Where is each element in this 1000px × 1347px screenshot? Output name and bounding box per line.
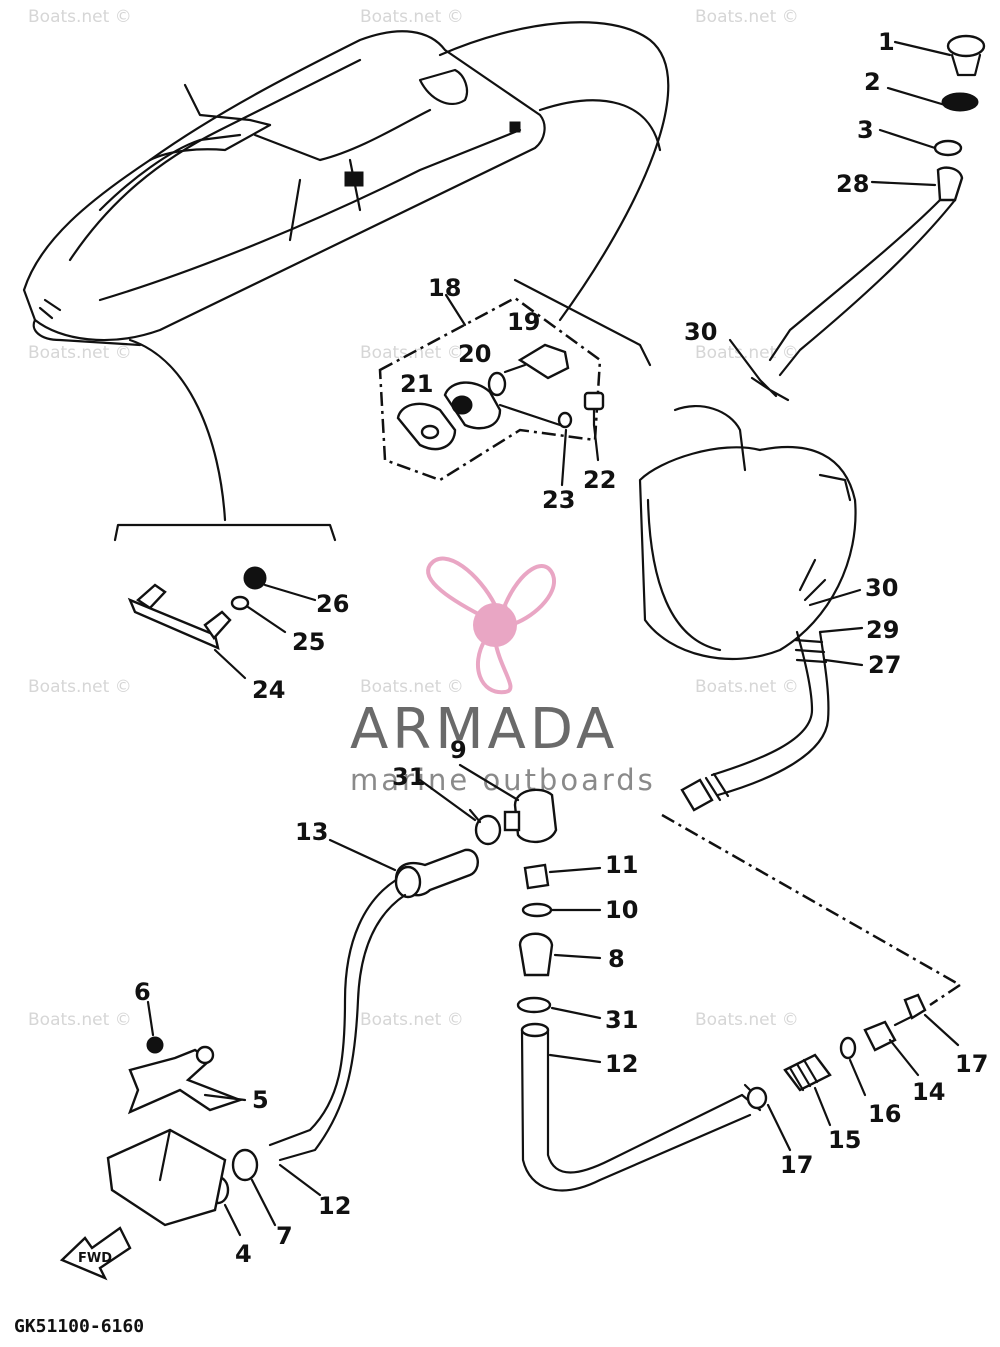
watermark: Boats.net © [28, 1010, 132, 1030]
watermark-layer: Boats.net © Boats.net © Boats.net © Boat… [28, 7, 799, 1030]
fwd-label: FWD [78, 1251, 112, 1266]
callout-label: 27 [868, 651, 901, 679]
right-fittings [740, 993, 960, 1152]
watermark: Boats.net © [360, 7, 464, 27]
tank-assembly [638, 34, 986, 1007]
brand-tagline: marine outboards [350, 763, 656, 797]
callout-label: 1 [878, 28, 895, 56]
center-fittings [328, 763, 752, 1192]
watermark: Boats.net © [360, 1010, 464, 1030]
diagram-id: GK51100-6160 [14, 1316, 144, 1337]
water-separator-group [378, 278, 652, 487]
propeller-icon [426, 556, 498, 623]
fwd-arrow-icon [59, 1226, 132, 1281]
callout-label: 15 [828, 1126, 861, 1154]
watermark: Boats.net © [695, 1010, 799, 1030]
callout-label: 4 [235, 1240, 252, 1268]
callout-label: 5 [252, 1086, 269, 1114]
leader-lines [728, 40, 952, 667]
callout-label: 6 [134, 978, 151, 1006]
callout-label: 8 [608, 945, 625, 973]
callout-label: 2 [864, 68, 881, 96]
propeller-icon [475, 638, 513, 695]
callout-label: 10 [605, 896, 638, 924]
watermark: Boats.net © [695, 7, 799, 27]
callout-label: 12 [605, 1050, 638, 1078]
callout-label: 11 [605, 851, 638, 879]
callout-label: 21 [400, 370, 433, 398]
brand-name: ARMADA [350, 697, 618, 762]
watercraft-hull [22, 21, 670, 542]
callout-label: 14 [912, 1078, 945, 1106]
callout-label: 17 [955, 1050, 988, 1078]
callout-label: 9 [450, 736, 467, 764]
left-assembly: FWD [59, 878, 407, 1281]
watermark: Boats.net © [695, 677, 799, 697]
propeller-icon [502, 564, 557, 628]
callout-label: 25 [292, 628, 325, 656]
callout-label: 23 [542, 486, 575, 514]
callout-label: 13 [295, 818, 328, 846]
watermark: Boats.net © [360, 677, 464, 697]
watermark: Boats.net © [28, 343, 132, 363]
callout-label: 17 [780, 1151, 813, 1179]
callout-label: 29 [866, 616, 899, 644]
callout-label: 16 [868, 1100, 901, 1128]
callout-numbers: 1 2 3 28 30 18 19 20 21 23 22 26 25 24 3… [134, 28, 988, 1268]
callout-label: 31 [605, 1006, 638, 1034]
callout-label: 28 [836, 170, 869, 198]
callout-label: 24 [252, 676, 285, 704]
bracket-parts [127, 566, 317, 680]
callout-label: 30 [684, 318, 717, 346]
watermark: Boats.net © [695, 343, 799, 363]
watermark: Boats.net © [28, 7, 132, 27]
callout-label: 31 [392, 763, 425, 791]
callout-label: 22 [583, 466, 616, 494]
callout-label: 12 [318, 1192, 351, 1220]
callout-label: 30 [865, 574, 898, 602]
callout-label: 18 [428, 274, 461, 302]
watermark: Boats.net © [28, 677, 132, 697]
brand-logo: ARMADA marine outboards [350, 556, 656, 797]
callout-label: 19 [507, 308, 540, 336]
callout-label: 26 [316, 590, 349, 618]
callout-label: 20 [458, 340, 491, 368]
callout-label: 7 [276, 1222, 293, 1250]
propeller-hub-icon [473, 603, 517, 647]
callout-label: 3 [857, 116, 874, 144]
